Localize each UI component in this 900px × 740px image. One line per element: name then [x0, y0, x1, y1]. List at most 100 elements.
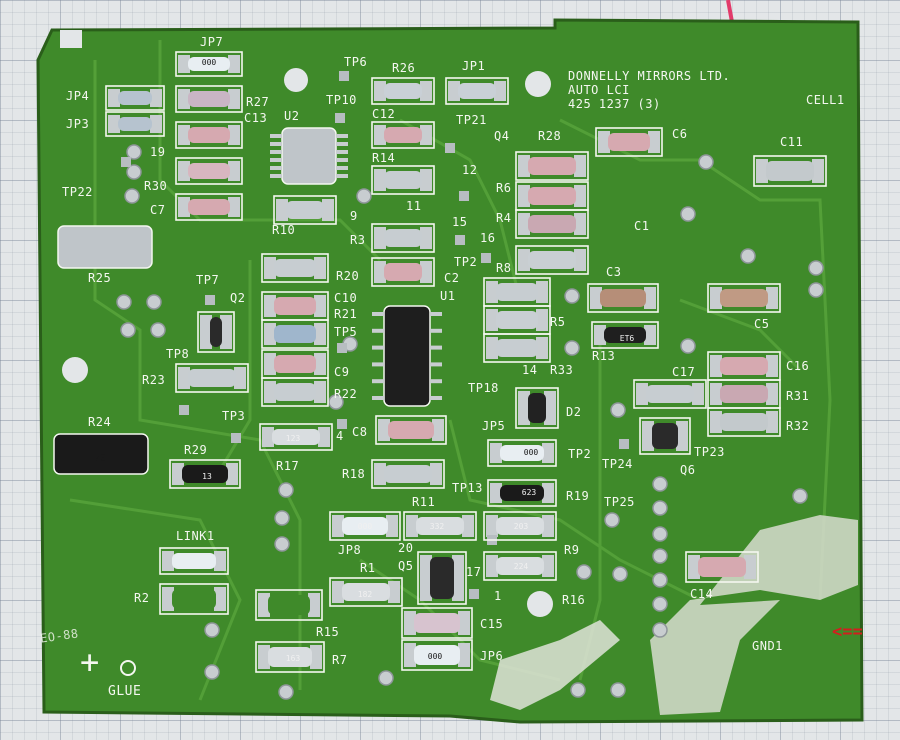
smd-pad — [150, 89, 162, 107]
silkscreen-outline — [487, 439, 557, 467]
test-point — [205, 295, 215, 305]
ic-pin — [372, 396, 384, 400]
through-hole-pad — [792, 488, 808, 504]
red-wire — [726, 0, 734, 23]
manufacturer-line-1: DONNELLY MIRRORS LTD. — [568, 69, 731, 83]
smd-code-jp6: 000 — [427, 652, 443, 661]
smd-component — [274, 297, 316, 315]
smd-component — [342, 583, 390, 601]
through-hole-pad — [570, 682, 586, 698]
smd-pad — [264, 295, 276, 317]
smd-pad — [178, 367, 190, 389]
label-jp6: JP6 — [480, 649, 504, 663]
smd-component — [496, 283, 538, 301]
smd-component — [608, 133, 650, 151]
smd-pad — [486, 309, 498, 331]
silkscreen-outline — [401, 607, 473, 639]
label-c16: C16 — [786, 359, 810, 373]
ic-pin — [430, 362, 442, 367]
smd-component — [496, 311, 538, 329]
smd-pad — [458, 611, 470, 635]
smd-pad — [518, 391, 530, 425]
smd-pad — [812, 159, 824, 183]
through-hole-pad — [274, 536, 290, 552]
label-c3: C3 — [606, 265, 622, 279]
label-u1: U1 — [440, 289, 456, 303]
through-hole-pad — [698, 154, 714, 170]
label-c1: C1 — [634, 219, 650, 233]
label-c14: C14 — [690, 587, 714, 601]
ic-pin — [372, 362, 384, 367]
smd-component — [188, 369, 236, 387]
silkscreen-outline — [175, 363, 249, 393]
label-tp13: TP13 — [452, 481, 483, 495]
glue-circle-marking — [120, 660, 136, 676]
smd-component — [720, 385, 768, 403]
label-1: 1 — [494, 589, 502, 603]
label-r30: R30 — [144, 179, 168, 193]
smd-component — [188, 163, 230, 179]
label-c15: C15 — [480, 617, 504, 631]
smd-pad — [374, 227, 386, 249]
silkscreen-outline — [483, 551, 557, 581]
smd-code-jp7: 000 — [201, 58, 217, 67]
smd-component — [286, 201, 324, 219]
label-15: 15 — [452, 215, 468, 229]
smd-pad — [420, 169, 432, 191]
smd-pad — [648, 131, 660, 153]
silkscreen-outline — [261, 377, 329, 407]
label-c10: C10 — [334, 291, 358, 305]
smd-pad — [544, 391, 556, 425]
label-r21: R21 — [334, 307, 358, 321]
label-tp23: TP23 — [694, 445, 725, 459]
through-hole-pad — [150, 322, 166, 338]
label-c5: C5 — [754, 317, 770, 331]
smd-component — [384, 229, 422, 247]
silkscreen-outline — [515, 387, 559, 429]
smd-pad — [314, 381, 326, 403]
through-hole-pad — [576, 564, 592, 580]
smd-pad — [178, 89, 190, 109]
ic-u1 — [383, 305, 431, 407]
smd-code-r9a: 203 — [513, 522, 529, 531]
smd-component — [500, 445, 544, 461]
through-hole-pad — [610, 682, 626, 698]
ic-pin — [372, 312, 384, 316]
smd-component — [268, 595, 310, 615]
silkscreen-outline — [261, 253, 329, 283]
silkscreen-outline — [403, 511, 477, 541]
smd-pad — [420, 261, 432, 283]
silkscreen-outline — [329, 577, 403, 607]
smd-pad — [518, 249, 530, 271]
smd-code-r24: 70 — [93, 453, 107, 464]
smd-component — [766, 161, 814, 181]
through-hole-pad — [126, 144, 142, 160]
smd-component — [384, 171, 422, 189]
label-tp18: TP18 — [468, 381, 499, 395]
smd-code-r7: 163 — [285, 654, 301, 663]
through-hole-pad — [328, 394, 344, 410]
smd-pad — [490, 443, 502, 463]
smd-pad — [676, 421, 688, 451]
label-q5: Q5 — [398, 559, 414, 573]
label-tp2b: TP2 — [568, 447, 592, 461]
label-r15: R15 — [316, 625, 340, 639]
smd-component — [384, 127, 422, 143]
smd-component — [342, 517, 388, 535]
smd-code-r17: 123 — [285, 434, 301, 443]
smd-pad — [314, 323, 326, 345]
through-hole-pad — [274, 510, 290, 526]
through-hole-pad — [652, 476, 668, 492]
smd-pad — [386, 515, 398, 537]
through-hole-pad — [278, 482, 294, 498]
smd-component — [272, 429, 320, 445]
label-r22: R22 — [334, 387, 358, 401]
smd-pad — [308, 593, 320, 617]
smd-component — [118, 91, 152, 105]
smd-pad — [264, 257, 276, 279]
smd-component — [188, 91, 230, 107]
ic-pin — [270, 142, 282, 146]
smd-pad — [388, 581, 400, 603]
label-r2: R2 — [134, 591, 150, 605]
silkscreen-outline — [175, 51, 243, 77]
